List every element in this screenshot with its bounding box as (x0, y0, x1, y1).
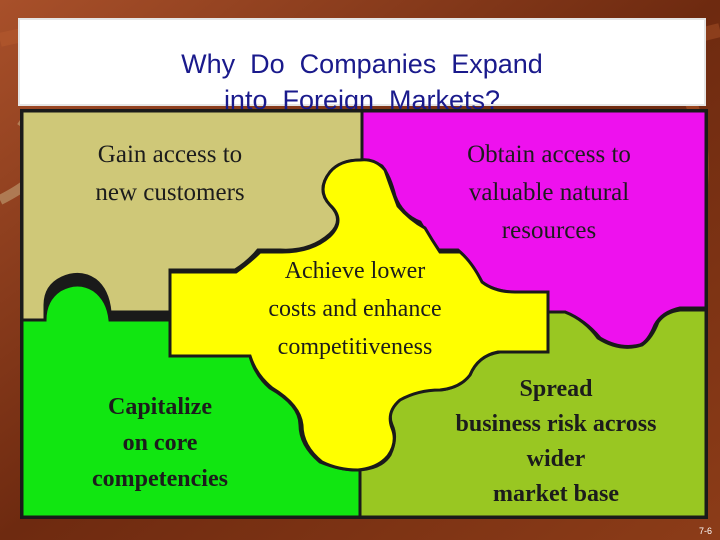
bottom-left-line-1: Capitalize (108, 394, 212, 420)
text-bottom-left: Capitalize on core competencies (50, 389, 270, 497)
top-left-line-1: Gain access to (97, 141, 243, 168)
text-top-left: Gain access to new customers (40, 136, 300, 212)
title-box: Why Do Companies Expand into Foreign Mar… (18, 18, 706, 115)
bottom-right-line-2: business risk across (455, 411, 657, 437)
center-line-1: Achieve lower (284, 258, 426, 284)
top-left-line-2: new customers (95, 179, 245, 206)
bottom-right-line-3: wider (526, 446, 586, 472)
top-right-line-1: Obtain access to (467, 141, 631, 168)
bottom-left-line-2: on core (122, 430, 198, 456)
bottom-right-line-1: Spread (519, 376, 593, 402)
center-line-2: costs and enhance (268, 296, 442, 322)
title-line-1: Why Do Companies Expand (181, 49, 543, 79)
slide-number: 7-6 (698, 526, 712, 536)
top-right-line-3: resources (501, 217, 597, 244)
bottom-left-line-3: competencies (92, 466, 228, 492)
text-center: Achieve lower costs and enhance competit… (220, 252, 490, 366)
piece-center (168, 158, 550, 472)
text-top-right: Obtain access to valuable natural resour… (410, 136, 688, 250)
center-line-3: competitiveness (277, 334, 433, 360)
bottom-right-line-4: market base (493, 481, 619, 507)
top-right-line-2: valuable natural (468, 179, 630, 206)
slide-title: Why Do Companies Expand into Foreign Mar… (20, 46, 704, 118)
text-bottom-right: Spread business risk across wider market… (415, 372, 697, 512)
